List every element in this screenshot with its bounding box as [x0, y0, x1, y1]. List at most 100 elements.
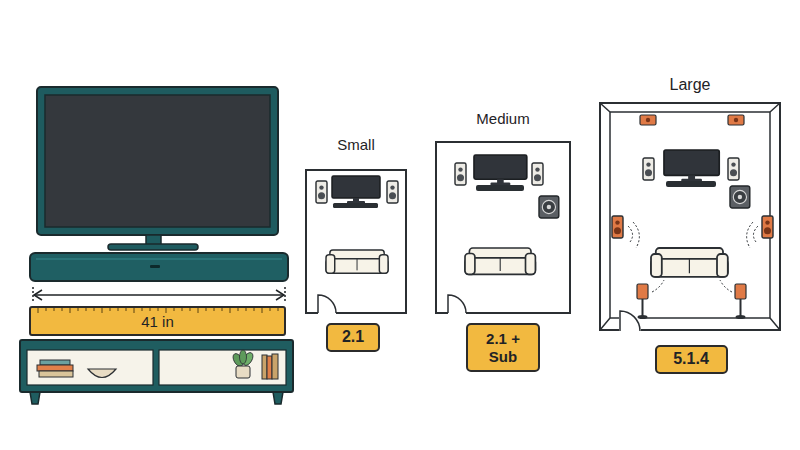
ruler-tick	[86, 308, 87, 311]
tv-cabinet	[88, 369, 116, 378]
small-room-plan	[326, 250, 388, 273]
ruler-tick	[38, 308, 39, 313]
ruler-tick	[126, 308, 127, 311]
small-room-plan	[306, 170, 406, 313]
rear-speaker	[637, 284, 648, 299]
ruler-tick	[230, 308, 231, 313]
config-badge: 2.1	[326, 323, 380, 352]
large-room-plan	[666, 181, 716, 187]
small-room-plan	[306, 170, 406, 313]
ruler-tick	[214, 308, 215, 311]
ruler-tick	[222, 308, 223, 311]
medium-room-plan	[532, 163, 543, 185]
speaker-config-label: 2.1	[342, 328, 364, 346]
medium-room-plan	[448, 295, 466, 313]
ruler-tick	[190, 308, 191, 311]
ruler-tick	[270, 308, 271, 311]
ruler-tick	[70, 308, 71, 313]
ruler-tick	[198, 308, 199, 313]
small-room-plan	[333, 203, 378, 208]
ruler-tick	[150, 308, 151, 311]
ruler-tick	[254, 308, 255, 311]
dimension-arrow	[276, 290, 284, 300]
large-room-plan	[600, 103, 780, 334]
ruler-tick	[46, 308, 47, 311]
television	[37, 87, 278, 250]
room-plan: Small	[306, 170, 406, 313]
soundbar	[150, 265, 160, 268]
ruler	[30, 307, 285, 335]
rear-speaker	[735, 284, 746, 299]
soundbar	[30, 253, 288, 281]
large-room-plan	[612, 216, 623, 238]
large-room-plan	[610, 112, 770, 318]
ruler-tick	[134, 308, 135, 313]
speaker-config-label: 5.1.4	[673, 350, 709, 368]
television	[108, 244, 198, 250]
ceiling-speaker	[640, 115, 744, 125]
rear-speaker	[736, 315, 746, 319]
large-room-plan	[620, 311, 640, 331]
small-room-plan	[318, 295, 336, 313]
ruler-tick	[78, 308, 79, 311]
tv-cabinet	[240, 350, 247, 364]
tv-cabinet	[39, 371, 73, 377]
ruler-tick	[246, 308, 247, 311]
room-plan: Large	[600, 103, 780, 330]
soundbar	[36, 258, 282, 260]
rear-speaker	[740, 299, 742, 316]
large-room-plan	[728, 158, 739, 180]
large-room-plan	[652, 280, 732, 292]
large-room-plan	[628, 222, 639, 248]
medium-room-plan	[436, 142, 570, 313]
large-room-plan	[747, 222, 758, 248]
config-badge: 5.1.4	[655, 345, 728, 374]
large-room-plan	[643, 158, 654, 180]
large-room-plan	[600, 103, 780, 330]
ruler-tick	[166, 308, 167, 313]
tv-cabinet	[40, 360, 70, 365]
ceiling-speaker	[734, 118, 738, 122]
tv-cabinet	[30, 392, 40, 404]
ruler-tick	[94, 308, 95, 311]
medium-room-plan	[474, 155, 527, 186]
television	[45, 95, 270, 227]
medium-room-plan	[436, 142, 570, 313]
ruler-ticks	[38, 308, 278, 313]
ruler-tick	[142, 308, 143, 311]
dimension-arrow	[33, 287, 285, 303]
ruler-tick	[118, 308, 119, 311]
ruler-tick	[102, 308, 103, 313]
small-room-plan	[316, 181, 327, 203]
speaker-config-label: 2.1 + Sub	[474, 330, 532, 365]
medium-room-plan	[539, 196, 559, 218]
tv-cabinet	[20, 340, 293, 404]
ruler-band: 41 in	[30, 307, 285, 335]
rear-speaker	[637, 284, 746, 319]
rear-speaker	[642, 299, 644, 316]
ruler-tick	[262, 308, 263, 313]
medium-room-plan	[465, 248, 535, 274]
dimension-arrow	[34, 294, 284, 296]
tv-cabinet	[37, 365, 73, 371]
ruler-tick	[238, 308, 239, 311]
ruler-tick	[278, 308, 279, 311]
ceiling-speaker	[728, 115, 744, 125]
tv-cabinet	[273, 392, 283, 404]
large-room-plan	[664, 150, 719, 182]
ruler-tick	[158, 308, 159, 311]
tv-cabinet	[20, 340, 293, 392]
ceiling-speaker	[640, 115, 656, 125]
dimension-arrow	[34, 290, 42, 300]
tv-cabinet	[262, 355, 267, 379]
rear-speaker	[638, 315, 648, 319]
dimension-label: 41 in	[141, 313, 174, 330]
ruler-tick	[110, 308, 111, 311]
room-plan: Medium	[436, 142, 570, 313]
small-room-plan	[332, 176, 380, 204]
ruler-tick	[54, 308, 55, 311]
large-room-plan	[730, 186, 750, 208]
tv-cabinet	[267, 356, 272, 379]
large-room-plan	[600, 103, 780, 330]
